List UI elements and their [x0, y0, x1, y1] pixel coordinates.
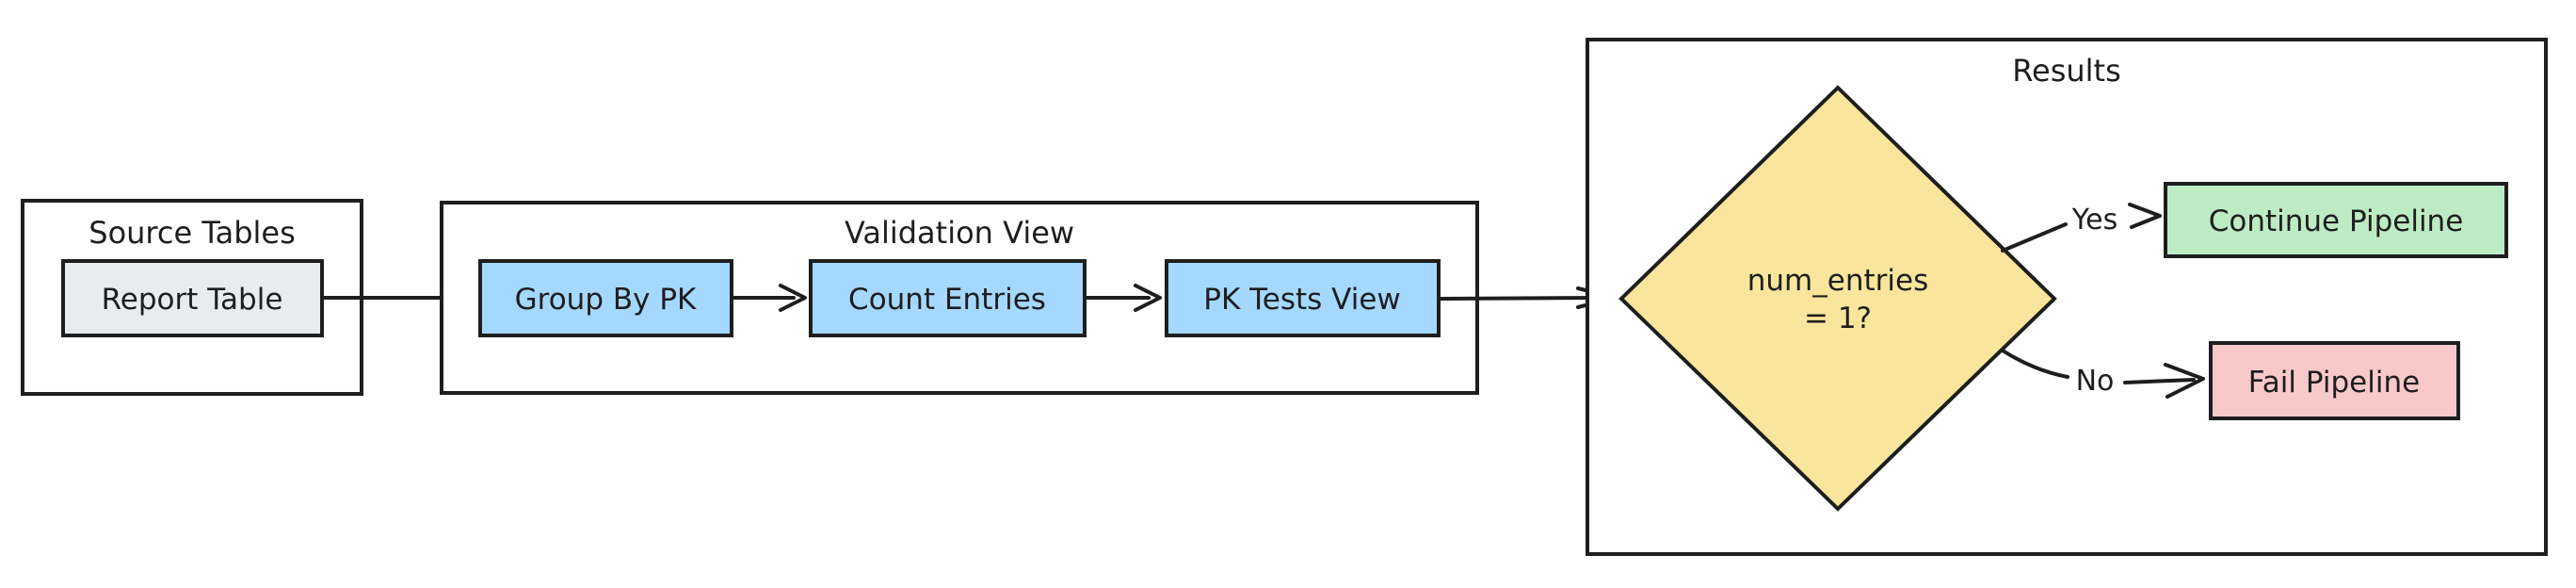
edge-groupby-to-count [732, 284, 807, 312]
group-validation-view: Validation View Group By PK Count Entrie… [440, 201, 1479, 395]
count-entries-label: Count Entries [848, 283, 1046, 317]
report-table-node [61, 259, 324, 337]
arrowhead-icon [2128, 203, 2162, 229]
fail-pipeline-label: Fail Pipeline [2248, 366, 2420, 400]
arrowhead-icon [2164, 363, 2205, 399]
group-results: Results num_entries = 1? Yes Continue Pi… [1586, 38, 2548, 556]
arrowhead-icon [779, 284, 807, 312]
edge-count-to-pktests [1085, 284, 1162, 312]
num-entries-decision-label-line1: num_entries [1747, 264, 1928, 298]
edge-line [2123, 378, 2196, 384]
edge-line [2001, 349, 2069, 379]
num-entries-decision-node [1618, 85, 2057, 512]
continue-pipeline-node [2164, 182, 2508, 258]
group-by-pk-node [478, 259, 733, 337]
count-entries-node [809, 259, 1087, 337]
yes-edge-label: Yes [2071, 204, 2117, 237]
num-entries-decision-label-line2: = 1? [1804, 302, 1872, 335]
arrowhead-icon [1134, 284, 1162, 312]
edge-line [2001, 222, 2068, 253]
group-by-pk-label: Group By PK [515, 283, 697, 317]
edge-line [1439, 296, 1604, 301]
edge-decision-yes: Yes [2001, 203, 2162, 253]
group-source-tables: Source Tables Report Table [21, 199, 363, 396]
report-table-label: Report Table [102, 283, 283, 317]
results-title: Results [2012, 53, 2121, 89]
continue-pipeline-label: Continue Pipeline [2209, 204, 2464, 238]
source-tables-title: Source Tables [89, 215, 296, 251]
no-edge-label: No [2076, 365, 2115, 398]
validation-view-title: Validation View [845, 215, 1074, 251]
pk-tests-view-label: PK Tests View [1203, 283, 1401, 317]
edge-decision-no: No [2001, 349, 2205, 399]
fail-pipeline-node [2209, 341, 2460, 420]
pk-tests-view-node [1165, 259, 1441, 337]
